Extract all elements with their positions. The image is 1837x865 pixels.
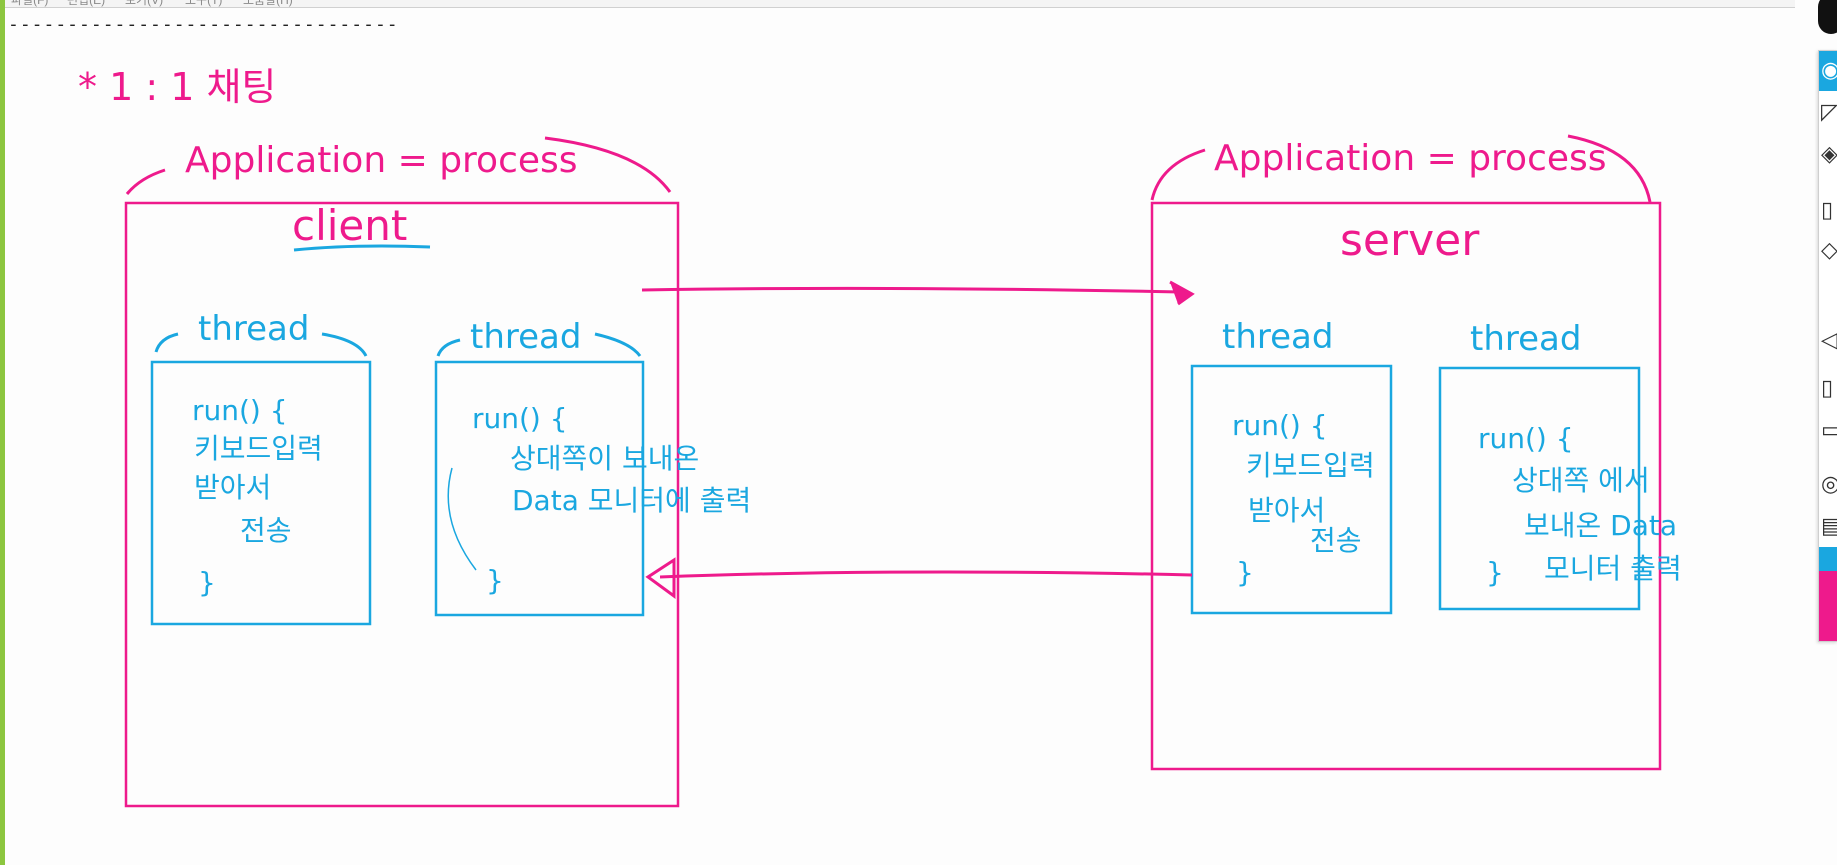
client-thread1-line2: 키보드입력 bbox=[194, 432, 323, 465]
server-thread1-box bbox=[1190, 364, 1393, 615]
client-to-server-arrowhead bbox=[1169, 280, 1195, 306]
client-thread1-line4: 전송 bbox=[240, 514, 292, 547]
menu-item-tools[interactable]: 도구(T) bbox=[185, 0, 223, 7]
menu-item-edit[interactable]: 편집(E) bbox=[67, 0, 106, 7]
eye-icon[interactable]: ◉ bbox=[1819, 51, 1837, 91]
client-brace-right bbox=[544, 136, 672, 193]
separator-line: --------------------------------- bbox=[8, 14, 399, 35]
client-thread1-line1: run() { bbox=[192, 394, 288, 427]
client-thread1-brace-left bbox=[154, 332, 179, 353]
server-thread2-line1: run() { bbox=[1478, 422, 1574, 455]
server-thread1-line2: 키보드입력 bbox=[1246, 449, 1375, 482]
client-thread1-line3: 받아서 bbox=[194, 471, 271, 504]
camera-icon[interactable]: ◎ bbox=[1821, 472, 1837, 497]
highlighter-icon[interactable]: ◈ bbox=[1821, 142, 1837, 167]
client-title-underline bbox=[293, 244, 431, 252]
eraser-icon[interactable]: ◇ bbox=[1821, 238, 1837, 263]
server-thread1-line1: run() { bbox=[1232, 409, 1328, 442]
server-thread2-label: thread bbox=[1470, 319, 1581, 359]
client-brace-left bbox=[125, 168, 166, 195]
pink-swatch[interactable] bbox=[1819, 571, 1837, 641]
client-to-server-arrow bbox=[641, 286, 1181, 294]
menu-item-file[interactable]: 파일(F) bbox=[11, 0, 49, 7]
diagram-heading: * 1 : 1 채팅 bbox=[78, 65, 276, 109]
client-thread2-box bbox=[434, 360, 645, 617]
back-icon[interactable]: ◁ bbox=[1821, 328, 1837, 353]
pen-icon[interactable]: ◸ bbox=[1821, 100, 1837, 125]
client-thread2-label: thread bbox=[470, 317, 581, 357]
server-brace-label: Application = process bbox=[1214, 138, 1607, 179]
menu-strip: 파일(F) 편집(E) 보기(V) 도구(T) 도움말(H) bbox=[5, 0, 1795, 8]
client-thread2-brace-left bbox=[436, 338, 461, 357]
client-thread2-line3: Data 모니터에 출력 bbox=[512, 484, 751, 517]
server-thread2-box bbox=[1438, 366, 1641, 611]
client-thread1-box bbox=[150, 360, 372, 626]
client-title: client bbox=[292, 201, 407, 250]
left-accent-bar bbox=[0, 0, 5, 865]
menu-item-view[interactable]: 보기(V) bbox=[125, 0, 164, 7]
client-brace-label: Application = process bbox=[185, 140, 578, 181]
server-brace-right bbox=[1567, 134, 1652, 203]
client-thread1-label: thread bbox=[198, 309, 309, 349]
client-application: Application = process client thread run(… bbox=[124, 136, 751, 808]
blue-swatch[interactable] bbox=[1819, 547, 1837, 571]
server-to-client-arrow bbox=[659, 570, 1193, 579]
server-thread2-line4: 모니터 출력 bbox=[1544, 552, 1682, 585]
pen-cursor-icon bbox=[1818, 0, 1837, 34]
client-thread2-line2: 상대쪽이 보내온 bbox=[510, 442, 699, 475]
server-thread1-line3: 받아서 bbox=[1248, 494, 1325, 527]
server-title: server bbox=[1340, 215, 1480, 266]
server-thread2-line2: 상대쪽 에서 bbox=[1512, 464, 1650, 497]
page-icon[interactable]: ▯ bbox=[1821, 198, 1834, 223]
client-thread2-line4: } bbox=[486, 564, 504, 597]
server-brace-left bbox=[1150, 148, 1206, 201]
presentation-icon[interactable]: ▭ bbox=[1821, 418, 1837, 443]
menu-item-help[interactable]: 도움말(H) bbox=[243, 0, 293, 7]
client-thread2-stray-stroke bbox=[447, 467, 477, 571]
client-thread2-line1: run() { bbox=[472, 402, 568, 435]
client-thread1-line5: } bbox=[198, 566, 216, 599]
server-box bbox=[1150, 201, 1662, 771]
drawing-toolbar: ◉ ◸ ◈ ▯ ◇ ◁ ▯ ▭ ◎ ▤ bbox=[1818, 50, 1837, 642]
server-application: Application = process server thread run(… bbox=[1150, 134, 1682, 771]
server-thread2-line3: 보내온 Data bbox=[1524, 509, 1677, 542]
client-thread2-brace-right bbox=[594, 332, 642, 357]
trash-icon[interactable]: ▯ bbox=[1821, 376, 1834, 401]
server-thread2-line5: } bbox=[1486, 556, 1504, 589]
server-thread1-label: thread bbox=[1222, 317, 1333, 357]
server-to-client-arrowhead bbox=[645, 557, 676, 599]
notes-icon[interactable]: ▤ bbox=[1821, 514, 1837, 539]
client-box bbox=[124, 201, 680, 808]
server-thread1-line5: } bbox=[1236, 556, 1254, 589]
client-thread1-brace-right bbox=[321, 332, 368, 357]
server-thread1-line4: 전송 bbox=[1310, 524, 1362, 557]
